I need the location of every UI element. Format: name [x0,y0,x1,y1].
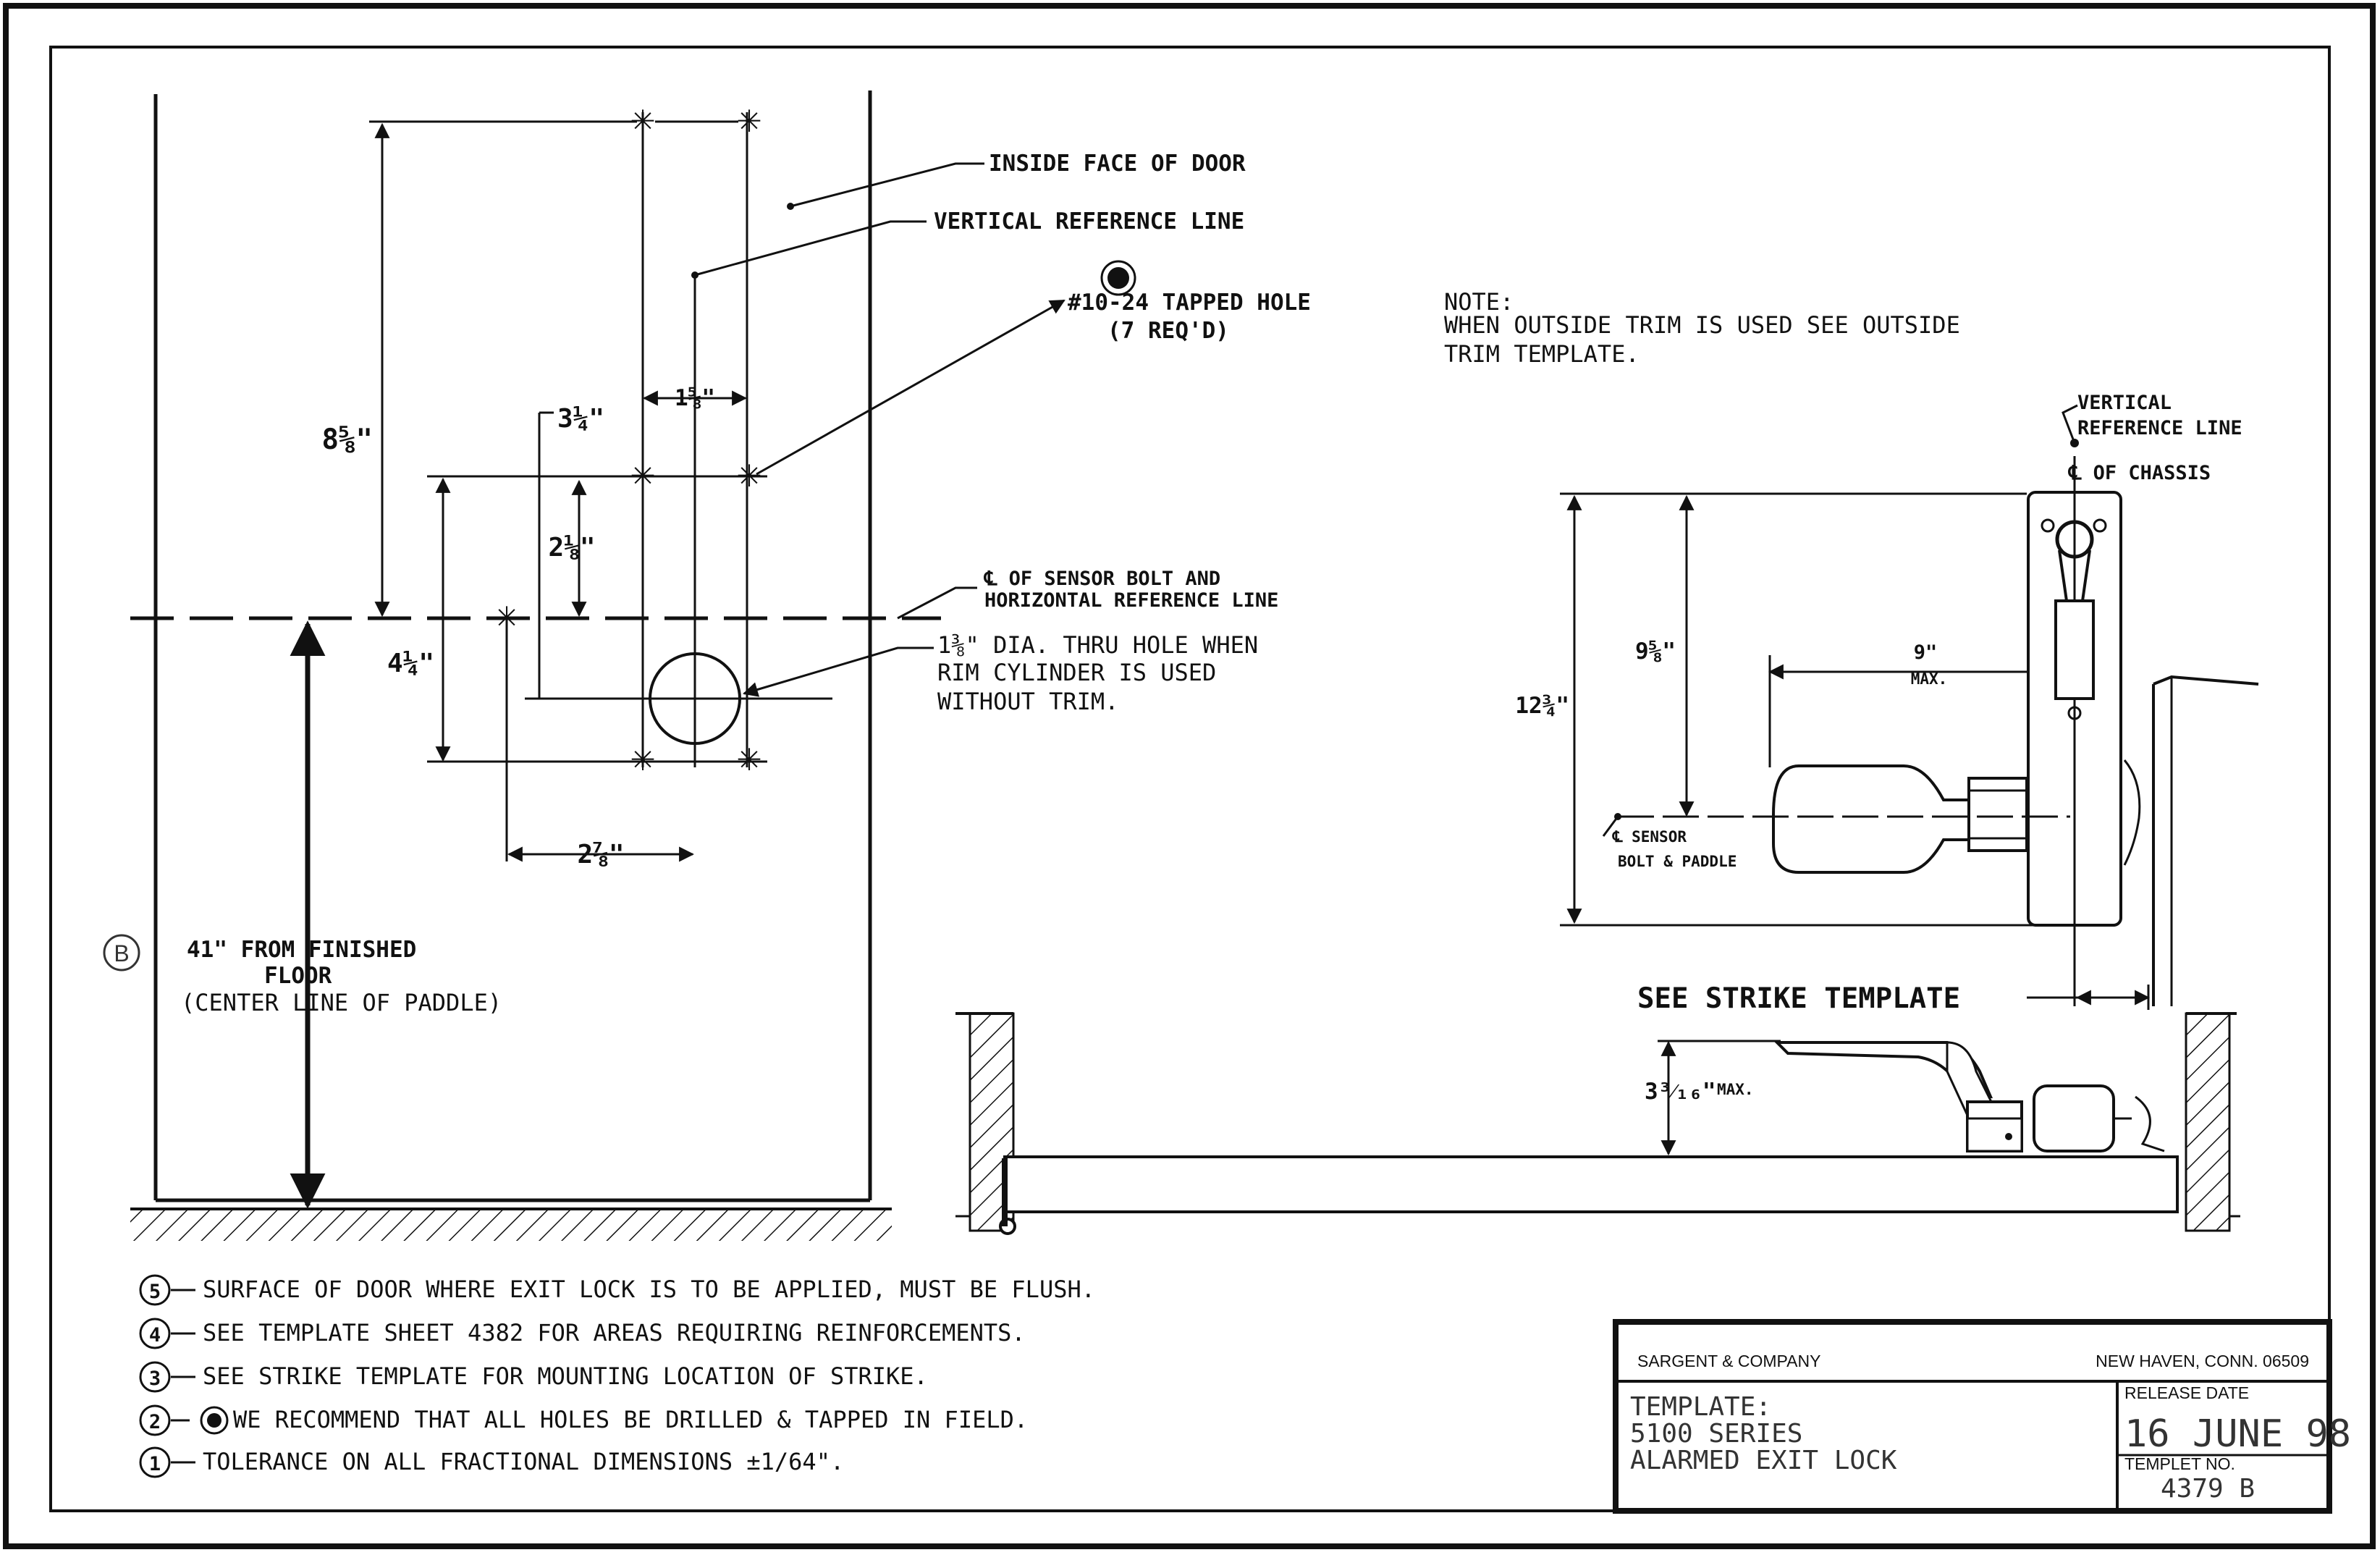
floor-note-line2: FLOOR [264,963,332,989]
svg-text:5: 5 [149,1281,161,1303]
plan-dim-3-3-16: 3³⁄₁₆" [1645,1079,1716,1105]
side-dim-9-5-8: 9⅝" [1635,639,1676,665]
side-sensor-2: BOLT & PADDLE [1618,853,1737,870]
floor-note-line3: (CENTER LINE OF PADDLE) [181,989,502,1016]
door-elevation: ✳ ✳ ✳ ✳ ✳ ✳ ✳ [130,90,1136,1241]
title-location: NEW HAVEN, CONN. 06509 [2096,1352,2309,1370]
floor-hatch [130,1209,892,1241]
svg-text:TOLERANCE ON ALL FRACTIONAL DI: TOLERANCE ON ALL FRACTIONAL DIMENSIONS ±… [203,1448,844,1475]
note-4: 4 SEE TEMPLATE SHEET 4382 FOR AREAS REQU… [139,1318,1026,1349]
svg-text:SEE STRIKE TEMPLATE FOR MOUNTI: SEE STRIKE TEMPLATE FOR MOUNTING LOCATIO… [203,1362,928,1390]
side-max9-num: 9" [1914,641,1938,664]
paddle [1772,764,1970,874]
note-b-marker [103,934,140,972]
side-vertical-ref-1: VERTICAL [2077,392,2172,414]
floor-note-line1: 41" FROM FINISHED [187,937,416,963]
title-product: ALARMED EXIT LOCK [1630,1446,1897,1475]
svg-text:4: 4 [149,1324,161,1347]
callout-tapped-hole: #10-24 TAPPED HOLE [1068,290,1311,316]
tapped-hole-symbol [200,1406,229,1435]
tapped-hole-mark: ✳ [494,600,519,636]
dim-1-5-8: 1⅝" [675,385,715,411]
plan-dim-max: MAX. [1717,1081,1754,1098]
note-1: 1 TOLERANCE ON ALL FRACTIONAL DIMENSIONS… [139,1446,844,1478]
side-max9-label: MAX. [1911,670,1948,688]
door-plan [1003,1155,2179,1213]
note-heading: NOTE: [1444,288,1514,316]
dim-8-5-8: 8⅝" [322,423,373,456]
title-series: 5100 SERIES [1630,1419,1802,1449]
callout-horizontal-ref: HORIZONTAL REFERENCE LINE [984,589,1278,612]
title-template-label: TEMPLATE: [1630,1392,1771,1422]
svg-text:SEE TEMPLATE SHEET 4382 FOR AR: SEE TEMPLATE SHEET 4382 FOR AREAS REQUIR… [203,1319,1026,1347]
plan-view [955,985,2240,1235]
dim-3-1-4: 3¼" [557,404,604,434]
note-2: 2 WE RECOMMEND THAT ALL HOLES BE DRILLED… [139,1404,1028,1436]
callout-inside-face: INSIDE FACE OF DOOR [989,151,1246,177]
svg-text:SURFACE OF DOOR WHERE EXIT LOC: SURFACE OF DOOR WHERE EXIT LOCK IS TO BE… [203,1276,1095,1303]
tapped-hole-mark: ✳ [630,104,655,139]
callout-dia-hole-3: WITHOUT TRIM. [937,688,1118,715]
rim-cylinder-hole [649,652,741,745]
wall-hatch-right [2185,1012,2231,1232]
sheet-inner-border [49,46,2331,1512]
svg-text:2: 2 [149,1411,161,1433]
title-release-date: 16 JUNE 98 [2124,1412,2351,1456]
side-sensor-1: ℄ SENSOR [1612,828,1687,846]
note-5: 5 SURFACE OF DOOR WHERE EXIT LOCK IS TO … [139,1274,1095,1306]
side-chassis: ℄ OF CHASSIS [2067,462,2211,484]
tapped-hole-mark: ✳ [736,458,761,494]
side-dim-12-3-4: 12¾" [1515,693,1569,719]
callout-dia-hole: 1⅜" DIA. THRU HOLE WHEN [937,631,1258,659]
svg-text:1: 1 [149,1453,161,1475]
device-side-view [1560,404,2259,1006]
tapped-hole-mark: ✳ [736,742,761,778]
note-line1: WHEN OUTSIDE TRIM IS USED SEE OUTSIDE [1444,311,1960,339]
tapped-hole-mark: ✳ [630,742,655,778]
svg-text:3: 3 [149,1368,161,1390]
callout-tapped-hole-qty: (7 REQ'D) [1107,318,1229,344]
dim-2-7-8: 2⅞" [577,840,624,869]
callout-vertical-ref: VERTICAL REFERENCE LINE [934,208,1244,235]
note-line2: TRIM TEMPLATE. [1444,340,1640,368]
tapped-hole-mark: ✳ [736,104,761,139]
title-templet-label: TEMPLET NO. [2124,1454,2235,1473]
tapped-hole-mark: ✳ [630,458,655,494]
callout-dia-hole-2: RIM CYLINDER IS USED [937,659,1216,686]
plan-strike-label: SEE STRIKE TEMPLATE [1637,982,1960,1015]
note-b-letter: B [114,940,129,966]
numbered-notes: 5 SURFACE OF DOOR WHERE EXIT LOCK IS TO … [139,1274,1095,1478]
callout-sensor-bolt: ℄ OF SENSOR BOLT AND [983,568,1220,590]
title-release-label: RELEASE DATE [2124,1383,2249,1402]
dim-4-1-4: 4¼" [387,649,434,678]
title-templet-no: 4379 B [2161,1474,2255,1504]
side-vertical-ref-2: REFERENCE LINE [2077,417,2242,439]
title-company: SARGENT & COMPANY [1637,1352,1820,1370]
title-block: SARGENT & COMPANY NEW HAVEN, CONN. 06509… [1613,1319,2351,1514]
sheet-outer-border [3,3,2376,1549]
svg-text:WE RECOMMEND THAT ALL HOLES BE: WE RECOMMEND THAT ALL HOLES BE DRILLED &… [233,1406,1028,1433]
note-3: 3 SEE STRIKE TEMPLATE FOR MOUNTING LOCAT… [139,1361,928,1393]
dim-2-1-8: 2⅛" [548,533,595,562]
